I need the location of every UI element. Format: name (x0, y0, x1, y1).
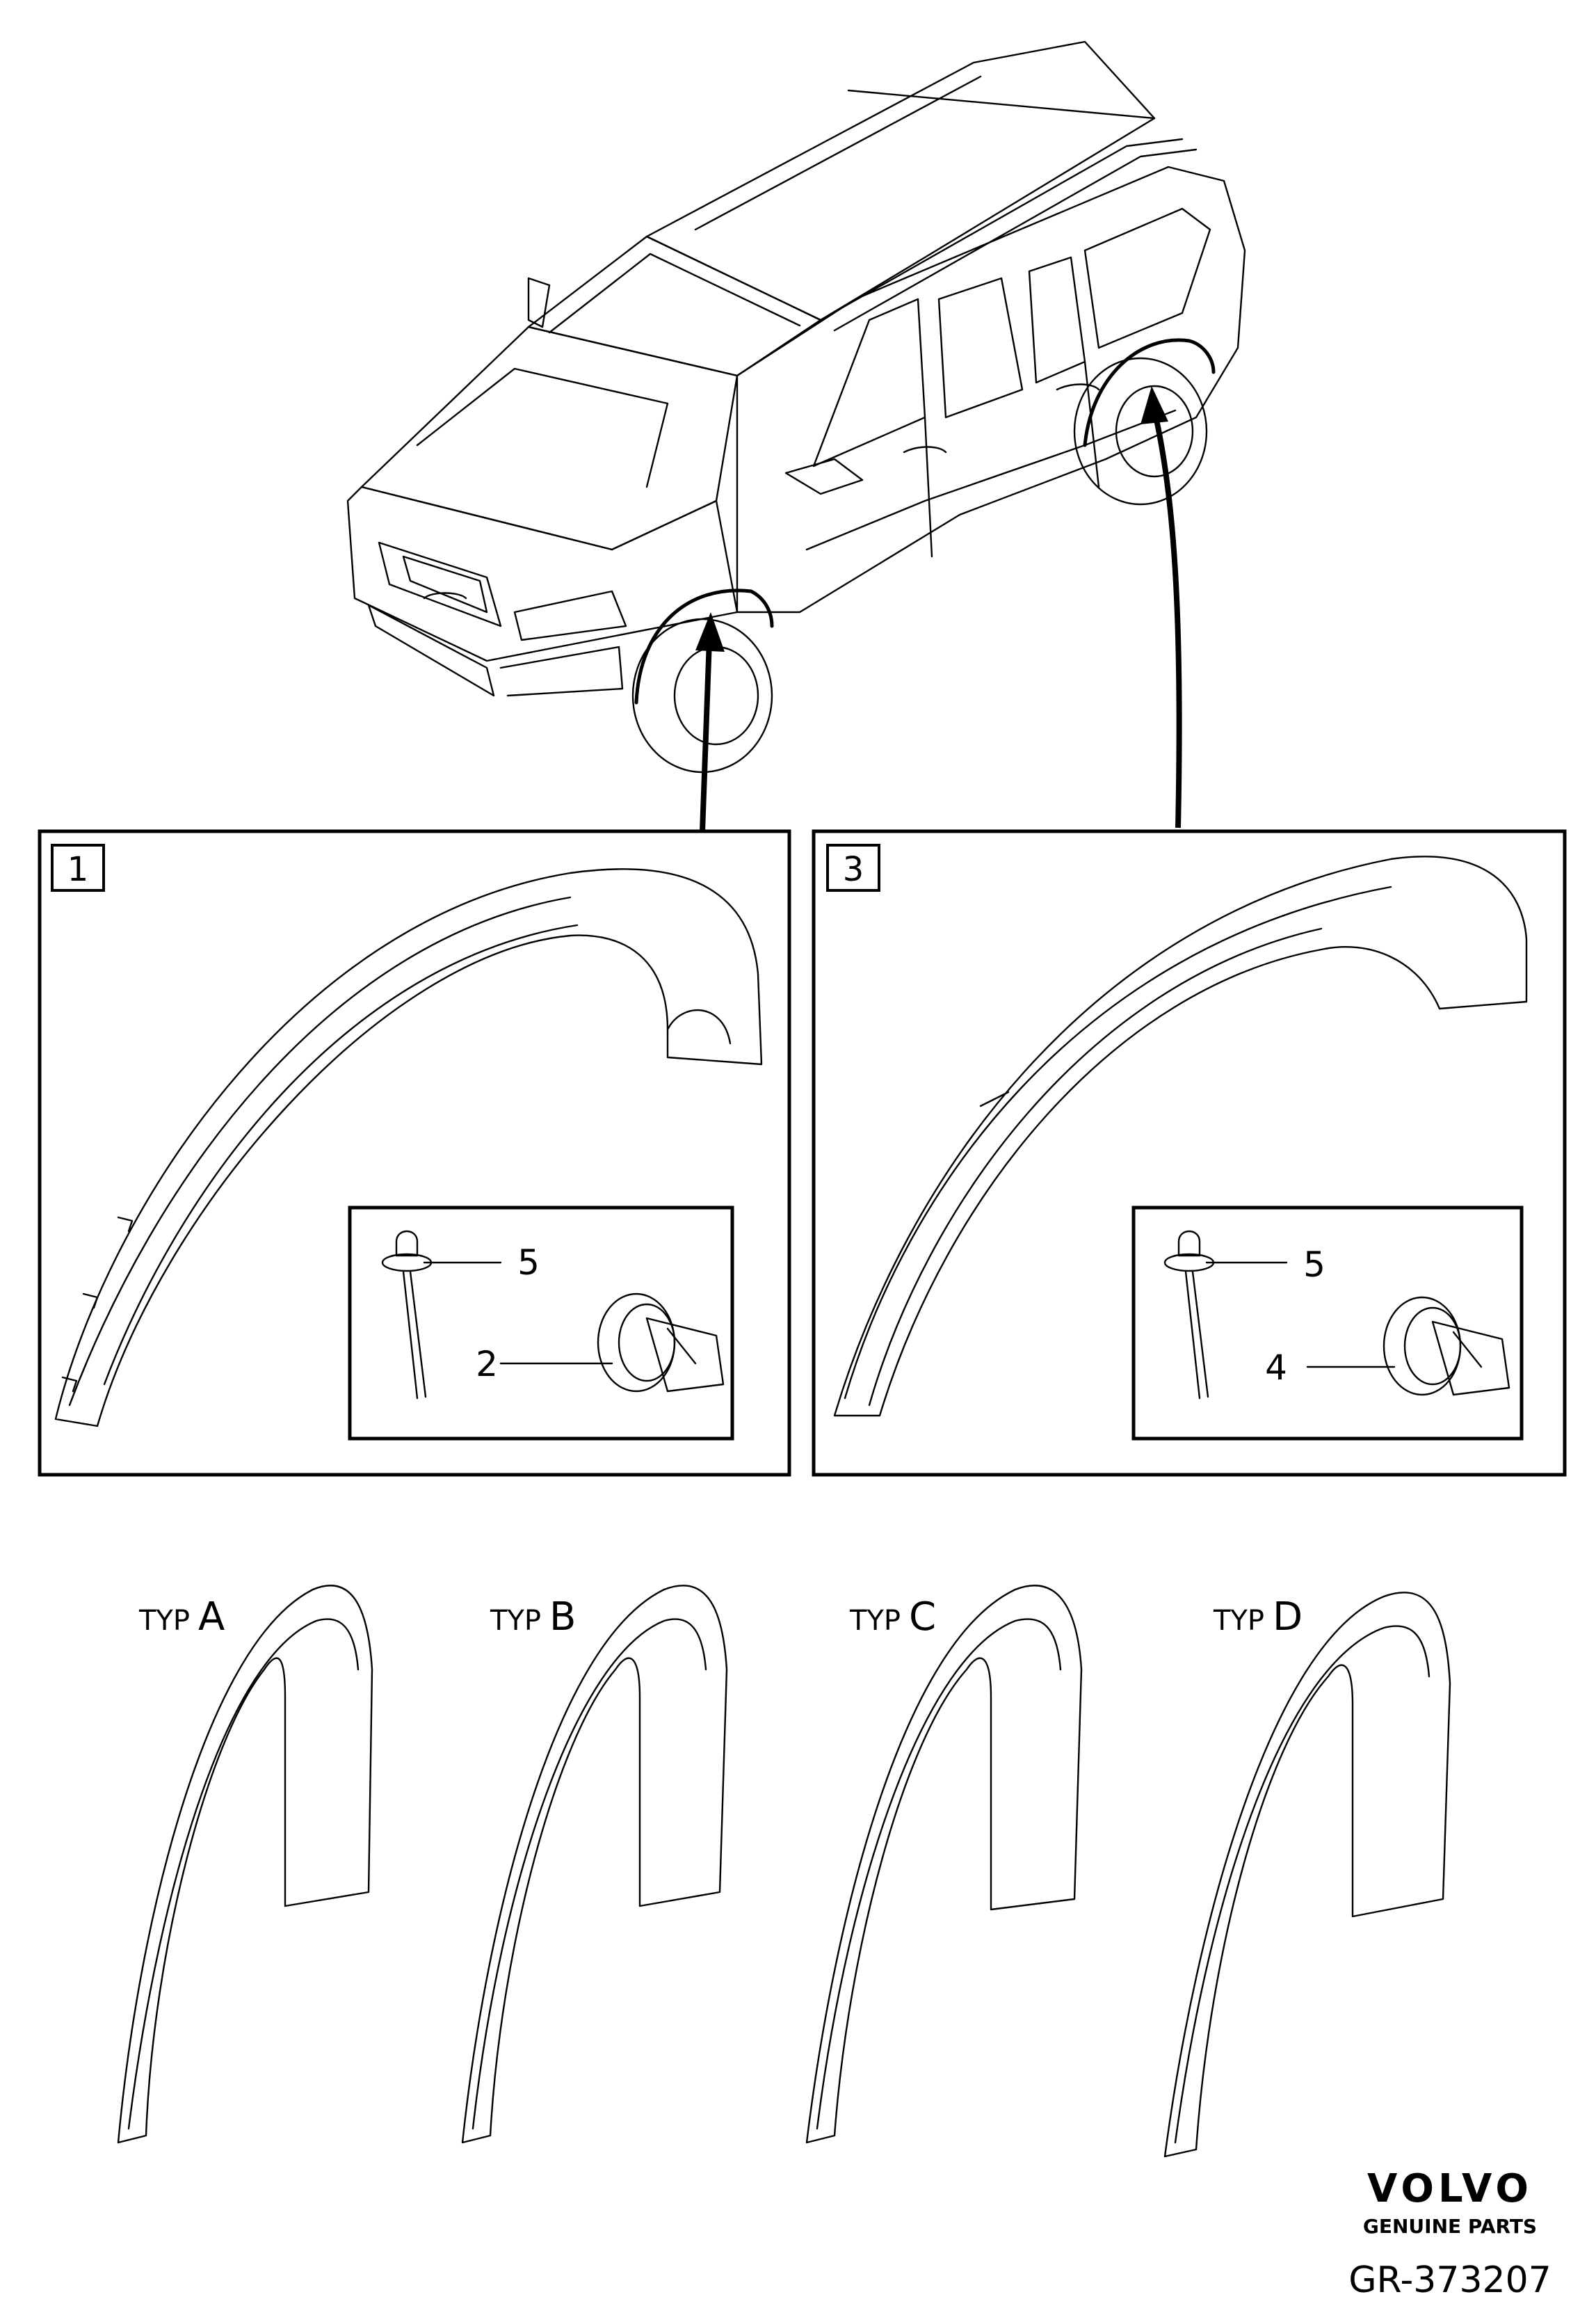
type-a-prefix: TYP (138, 1605, 190, 1637)
vehicle-illustration (346, 40, 1246, 774)
label-5b: 5 (1303, 1244, 1325, 1285)
wheel-arch-front (54, 868, 763, 1427)
rivet-icon (381, 1230, 433, 1400)
callout-3: 3 (843, 850, 864, 889)
callout-arrows (695, 386, 1182, 832)
type-b-letter: B (549, 1594, 576, 1640)
type-b-prefix: TYP (490, 1605, 541, 1637)
type-c-letter: C (909, 1594, 936, 1640)
type-d-prefix: TYP (1213, 1605, 1264, 1637)
brand-tagline: GENUINE PARTS (1363, 2215, 1537, 2238)
brand-logo: VOLVO (1367, 2166, 1533, 2211)
type-d-letter: D (1273, 1594, 1303, 1640)
drawing-reference: GR-373207 (1348, 2259, 1551, 2301)
callout-1: 1 (67, 850, 89, 889)
clip-icon (597, 1292, 725, 1393)
panel-1: 1 5 2 (38, 829, 791, 1477)
label-4: 4 (1265, 1347, 1287, 1388)
footer: VOLVO GENUINE PARTS GR-373207 (1348, 2166, 1551, 2301)
type-c-prefix: TYP (849, 1605, 901, 1637)
label-2: 2 (476, 1344, 498, 1384)
panel-3: 3 5 4 (812, 829, 1567, 1477)
label-5: 5 (517, 1242, 540, 1283)
wheel-arch-rear (833, 856, 1528, 1417)
clip-icon (1383, 1296, 1510, 1396)
type-a-letter: A (198, 1594, 225, 1640)
type-d: TYP D (1163, 1592, 1451, 2158)
